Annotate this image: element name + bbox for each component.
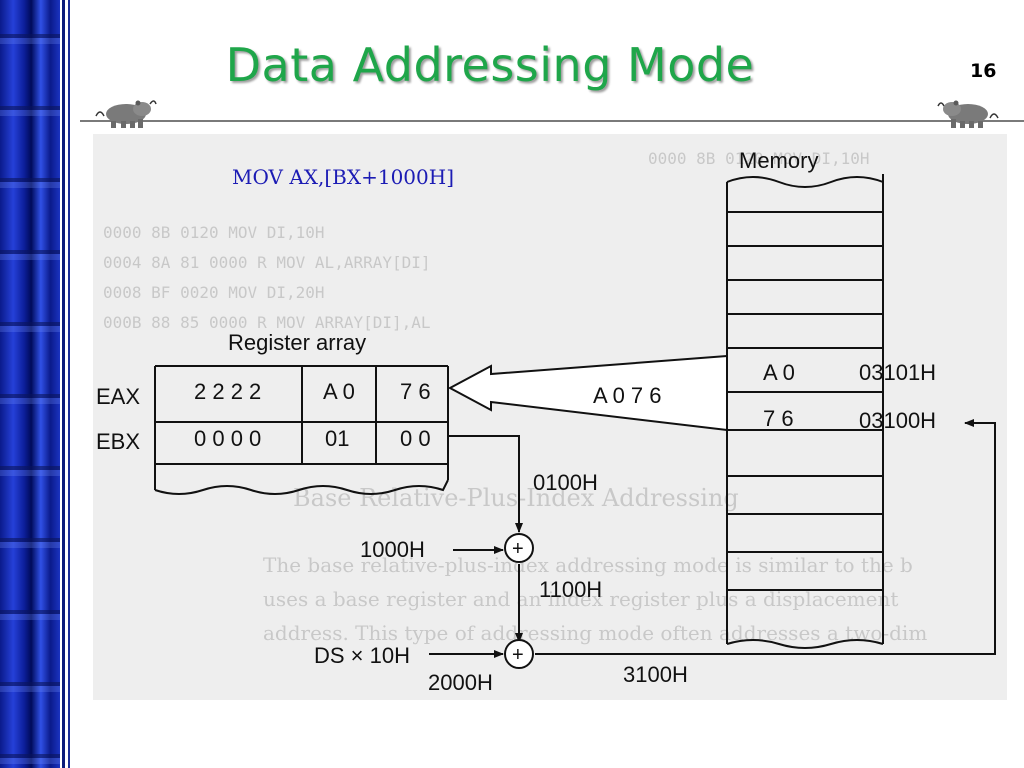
memory-cell-value: A 0	[763, 360, 795, 385]
register-high-word: 2 2 2 2	[194, 379, 261, 404]
hippo-logo-icon	[937, 100, 999, 128]
instruction-text: MOV AX,[BX+1000H]	[232, 165, 455, 189]
displacement-label: 1000H	[360, 537, 425, 562]
transfer-label: A 0 7 6	[593, 383, 662, 408]
figure-background	[93, 134, 1007, 700]
ghost-paragraph-line: The base relative-plus-index addressing …	[263, 553, 913, 577]
title-divider	[80, 120, 1024, 122]
ghost-paragraph-line: address. This type of addressing mode of…	[263, 621, 927, 645]
register-array-block	[154, 365, 449, 495]
memory-address-label: 03101H	[859, 360, 936, 385]
adder-plus-symbol: +	[512, 644, 524, 666]
addressing-diagram: 0000 8B 0120 MOV DI,10H 0000 8B 0120 MOV…	[93, 134, 1007, 700]
sum-label: 1100H	[539, 577, 602, 602]
register-high-word: 0 0 0 0	[194, 426, 261, 451]
memory-address-label: 03100H	[859, 408, 936, 433]
memory-label: Memory	[739, 148, 818, 173]
adder-plus-symbol: +	[512, 538, 524, 560]
register-bl: 0 0	[400, 426, 431, 451]
sidebar-border-line	[62, 0, 65, 768]
memory-block	[726, 174, 884, 649]
ghost-listing-row: 0008 BF 0020 MOV DI,20H	[103, 283, 325, 302]
register-name: EAX	[96, 384, 140, 409]
ghost-listing-row: 0004 8A 81 0000 R MOV AL,ARRAY[DI]	[103, 253, 431, 272]
ghost-listing-row: 0000 8B 0120 MOV DI,10H	[103, 223, 325, 242]
bx-value-label: 0100H	[533, 470, 598, 495]
slide-title: Data Addressing Mode	[225, 38, 755, 92]
segment-value-label: 2000H	[428, 670, 493, 695]
ghost-heading: Base Relative-Plus-Index Addressing	[293, 484, 739, 512]
ghost-header: 0000 8B 0120 MOV DI,10H	[648, 149, 870, 168]
adder-icon	[504, 533, 534, 669]
segment-label: DS × 10H	[314, 643, 410, 668]
sidebar-border-line	[68, 0, 70, 768]
register-ah: A 0	[323, 379, 355, 404]
register-bh: 01	[325, 426, 349, 451]
memory-cell-value: 7 6	[763, 406, 794, 431]
register-array-label: Register array	[228, 330, 366, 355]
page-number: 16	[970, 60, 997, 82]
register-al: 7 6	[400, 379, 431, 404]
sidebar-decoration	[0, 0, 60, 768]
hippo-logo-icon	[95, 100, 157, 128]
address-calculation-lines	[429, 419, 996, 658]
memory-to-register-arrow	[447, 354, 728, 432]
ghost-listing-row: 000B 88 85 0000 R MOV ARRAY[DI],AL	[103, 313, 431, 332]
register-name: EBX	[96, 429, 140, 454]
address-label: 3100H	[623, 662, 688, 687]
